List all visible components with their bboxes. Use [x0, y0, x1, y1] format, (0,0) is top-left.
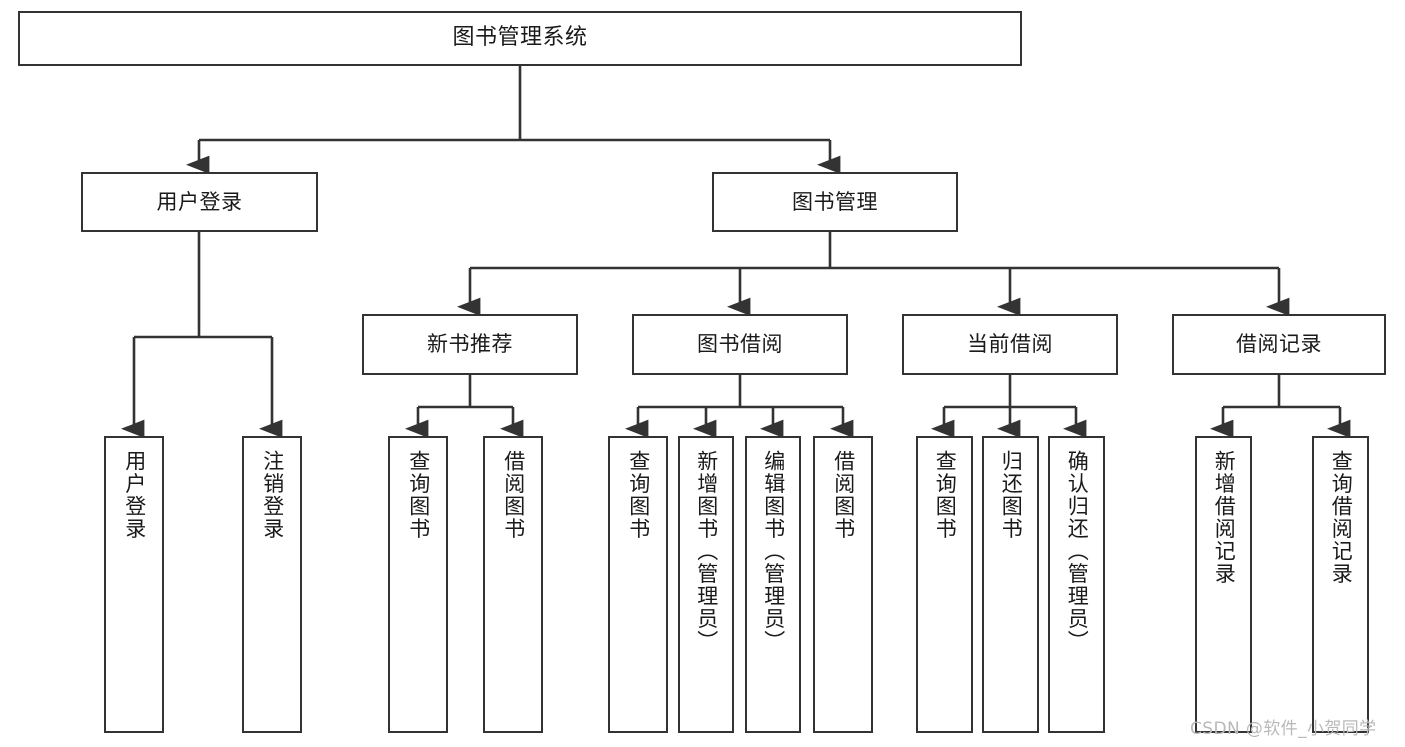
leaf-add-borrow-record[interactable]: 新增借阅记录	[1195, 436, 1252, 733]
node-borrow-record[interactable]: 借阅记录	[1172, 314, 1386, 375]
leaf-edit-book-admin-label: 编辑图书（管理员）	[761, 450, 786, 653]
leaf-logout[interactable]: 注销登录	[242, 436, 302, 733]
node-root[interactable]: 图书管理系统	[18, 11, 1022, 66]
leaf-add-book-admin-label: 新增图书（管理员）	[694, 450, 719, 653]
node-book-management-label: 图书管理	[792, 189, 878, 214]
leaf-edit-book-admin[interactable]: 编辑图书（管理员）	[745, 436, 801, 733]
leaf-query-book-current-label: 查询图书	[933, 450, 958, 540]
leaf-query-book-borrow[interactable]: 查询图书	[608, 436, 668, 733]
node-new-book-recommend[interactable]: 新书推荐	[362, 314, 578, 375]
node-user-login[interactable]: 用户登录	[81, 172, 318, 232]
leaf-query-book-current[interactable]: 查询图书	[916, 436, 973, 733]
csdn-watermark: CSDN @软件_小贺同学	[1190, 719, 1377, 739]
node-book-borrow-label: 图书借阅	[697, 332, 783, 357]
node-borrow-record-label: 借阅记录	[1236, 332, 1322, 357]
leaf-user-login-label: 用户登录	[122, 450, 147, 540]
node-book-borrow[interactable]: 图书借阅	[632, 314, 848, 375]
leaf-query-book-borrow-label: 查询图书	[626, 450, 651, 540]
node-user-login-label: 用户登录	[156, 189, 243, 214]
leaf-confirm-return-admin[interactable]: 确认归还（管理员）	[1048, 436, 1105, 733]
leaf-lend-book-label: 借阅图书	[831, 450, 856, 540]
leaf-borrow-book-newbook-label: 借阅图书	[501, 450, 526, 540]
leaf-query-borrow-record[interactable]: 查询借阅记录	[1312, 436, 1369, 733]
leaf-return-book[interactable]: 归还图书	[982, 436, 1039, 733]
node-book-management[interactable]: 图书管理	[712, 172, 958, 232]
leaf-logout-label: 注销登录	[260, 450, 285, 540]
node-current-borrow[interactable]: 当前借阅	[902, 314, 1118, 375]
leaf-return-book-label: 归还图书	[999, 450, 1024, 540]
leaf-confirm-return-admin-label: 确认归还（管理员）	[1065, 450, 1090, 653]
leaf-query-borrow-record-label: 查询借阅记录	[1329, 450, 1354, 585]
leaf-add-book-admin[interactable]: 新增图书（管理员）	[678, 436, 734, 733]
leaf-user-login[interactable]: 用户登录	[104, 436, 164, 733]
node-root-label: 图书管理系统	[452, 25, 588, 51]
leaf-add-borrow-record-label: 新增借阅记录	[1212, 450, 1237, 585]
node-current-borrow-label: 当前借阅	[967, 332, 1053, 357]
leaf-lend-book[interactable]: 借阅图书	[813, 436, 873, 733]
leaf-query-book-newbook[interactable]: 查询图书	[388, 436, 448, 733]
leaf-borrow-book-newbook[interactable]: 借阅图书	[483, 436, 543, 733]
leaf-query-book-newbook-label: 查询图书	[406, 450, 431, 540]
node-new-book-recommend-label: 新书推荐	[427, 332, 513, 357]
